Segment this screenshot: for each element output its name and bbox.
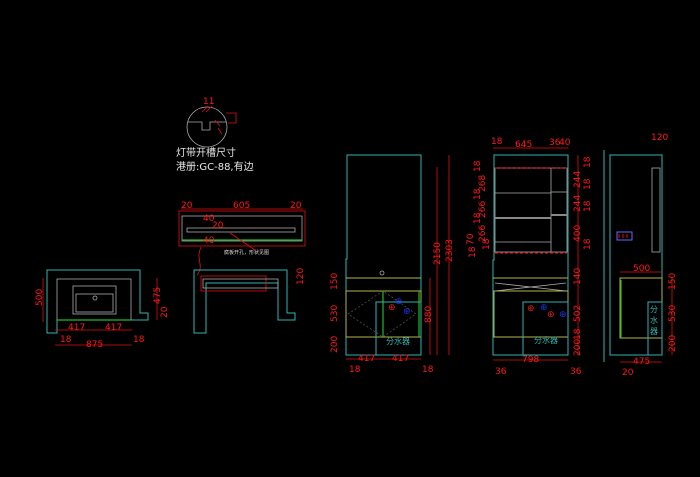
- basin-side-view: 120: [193, 268, 306, 334]
- basin-height-dim: 500: [35, 289, 45, 306]
- elev-a-d1: 150: [330, 273, 340, 290]
- elev-c-depth: 500: [633, 264, 650, 274]
- dim: 18: [473, 160, 483, 172]
- top-view-note: 腐板开孔，形状见图: [224, 249, 269, 256]
- top-small-dim: 40: [203, 214, 215, 224]
- water-distributor-char: 器: [650, 327, 658, 336]
- elev-c-top: 120: [651, 133, 668, 143]
- elev-a-w2: 417: [392, 354, 409, 364]
- dim: 200: [573, 339, 583, 356]
- elev-a-e2: 18: [422, 365, 434, 375]
- dim: 400: [573, 225, 583, 242]
- dim: 266: [478, 225, 488, 242]
- dim: 268: [478, 175, 488, 192]
- top-view: 20 605 20 40 20 40 腐板开孔，形状见图: [178, 201, 306, 276]
- dim: 18: [473, 212, 483, 224]
- top-left-dim: 20: [181, 201, 193, 211]
- valve-icon: ⊕: [559, 310, 567, 320]
- elev-b-e1: 36: [495, 367, 507, 377]
- water-distributor-char: 水: [650, 315, 658, 325]
- dim: 70: [466, 233, 476, 245]
- basin-front-view: 500 475 20 417 417 18 875 18: [35, 269, 170, 350]
- elev-a-cab: 880: [424, 306, 434, 323]
- elev-a-d3: 200: [330, 336, 340, 353]
- elevation-c: 分 水 器 120 500 150 530 200 475 20: [603, 133, 678, 378]
- dim: 18: [482, 238, 492, 250]
- dim: 244: [573, 195, 583, 212]
- elev-a-w1: 417: [358, 354, 375, 364]
- elev-b-top-dim: 645: [515, 140, 532, 150]
- elev-c-offset: 20: [622, 368, 634, 378]
- dim: 18: [583, 178, 593, 190]
- dim: 18: [583, 200, 593, 212]
- elev-b-top-dim: 40: [559, 138, 571, 148]
- basin-gap-dim: 20: [160, 306, 170, 318]
- side-dim: 120: [296, 268, 306, 285]
- elev-b-top-dim: 36: [549, 138, 561, 148]
- dim: 502: [573, 305, 583, 322]
- basin-total: 875: [86, 340, 103, 350]
- dim: 18: [583, 238, 593, 250]
- elevation-a: ⊕ ⊕ ⊕ 2150 2303 150 530 200 880 417 417 …: [330, 154, 455, 375]
- water-distributor-label: 分水器: [386, 336, 410, 346]
- valve-icon: ⊕: [388, 303, 396, 313]
- elevation-b: ⊕ ⊕ ⊕ ⊕ 18 645 36 40 18 268 18 266 18 26…: [466, 137, 593, 377]
- elev-b-top-dim: 18: [491, 137, 503, 147]
- elev-c-d2: 530: [668, 305, 678, 322]
- valve-icon: ⊕: [540, 303, 548, 313]
- dim: 18: [468, 246, 478, 258]
- elev-c-d3: 200: [668, 335, 678, 352]
- valve-icon: ⊕: [403, 307, 411, 317]
- basin-depth-dim: 475: [153, 287, 163, 304]
- water-distributor-label: 分水器: [534, 335, 558, 345]
- basin-edge-l: 18: [60, 335, 72, 345]
- elev-a-d2: 530: [330, 305, 340, 322]
- elev-a-upper: 2150: [433, 242, 443, 265]
- elev-c-base: 475: [633, 357, 650, 367]
- top-small-dim: 20: [212, 221, 224, 231]
- elev-b-e2: 36: [570, 367, 582, 377]
- top-width-dim: 605: [233, 201, 250, 211]
- basin-edge-r: 18: [133, 335, 145, 345]
- dim: 18: [473, 188, 483, 200]
- top-right-dim: 20: [290, 201, 302, 211]
- detail-spec: 港册:GC-88,有边: [176, 160, 254, 173]
- dim: 140: [573, 268, 583, 285]
- basin-half-a: 417: [68, 323, 85, 333]
- valve-icon: ⊕: [395, 297, 403, 307]
- detail-dim: 11: [203, 97, 214, 107]
- dim: 18: [573, 328, 583, 340]
- valve-icon: ⊕: [547, 310, 555, 320]
- water-distributor-char: 分: [650, 305, 658, 314]
- dim: 244: [573, 171, 583, 188]
- elev-c-d1: 150: [668, 273, 678, 290]
- detail-title: 灯带开槽尺寸: [176, 146, 236, 159]
- elev-b-width: 798: [522, 355, 539, 365]
- dim: 18: [583, 156, 593, 168]
- valve-icon: ⊕: [527, 304, 535, 314]
- dim: 266: [478, 201, 488, 218]
- elev-a-e1: 18: [349, 365, 361, 375]
- elev-b-right-dims: 18 244 18 244 18 400 18 140 502 18 200: [573, 156, 593, 356]
- basin-half-b: 417: [105, 323, 122, 333]
- elev-b-left-dims: 18 268 18 266 18 266 18 70 18: [466, 160, 492, 258]
- top-small-dim: 40: [203, 236, 215, 246]
- light-strip-groove-detail: 11 灯带开槽尺寸 港册:GC-88,有边: [176, 97, 254, 173]
- elev-a-total: 2303: [445, 239, 455, 262]
